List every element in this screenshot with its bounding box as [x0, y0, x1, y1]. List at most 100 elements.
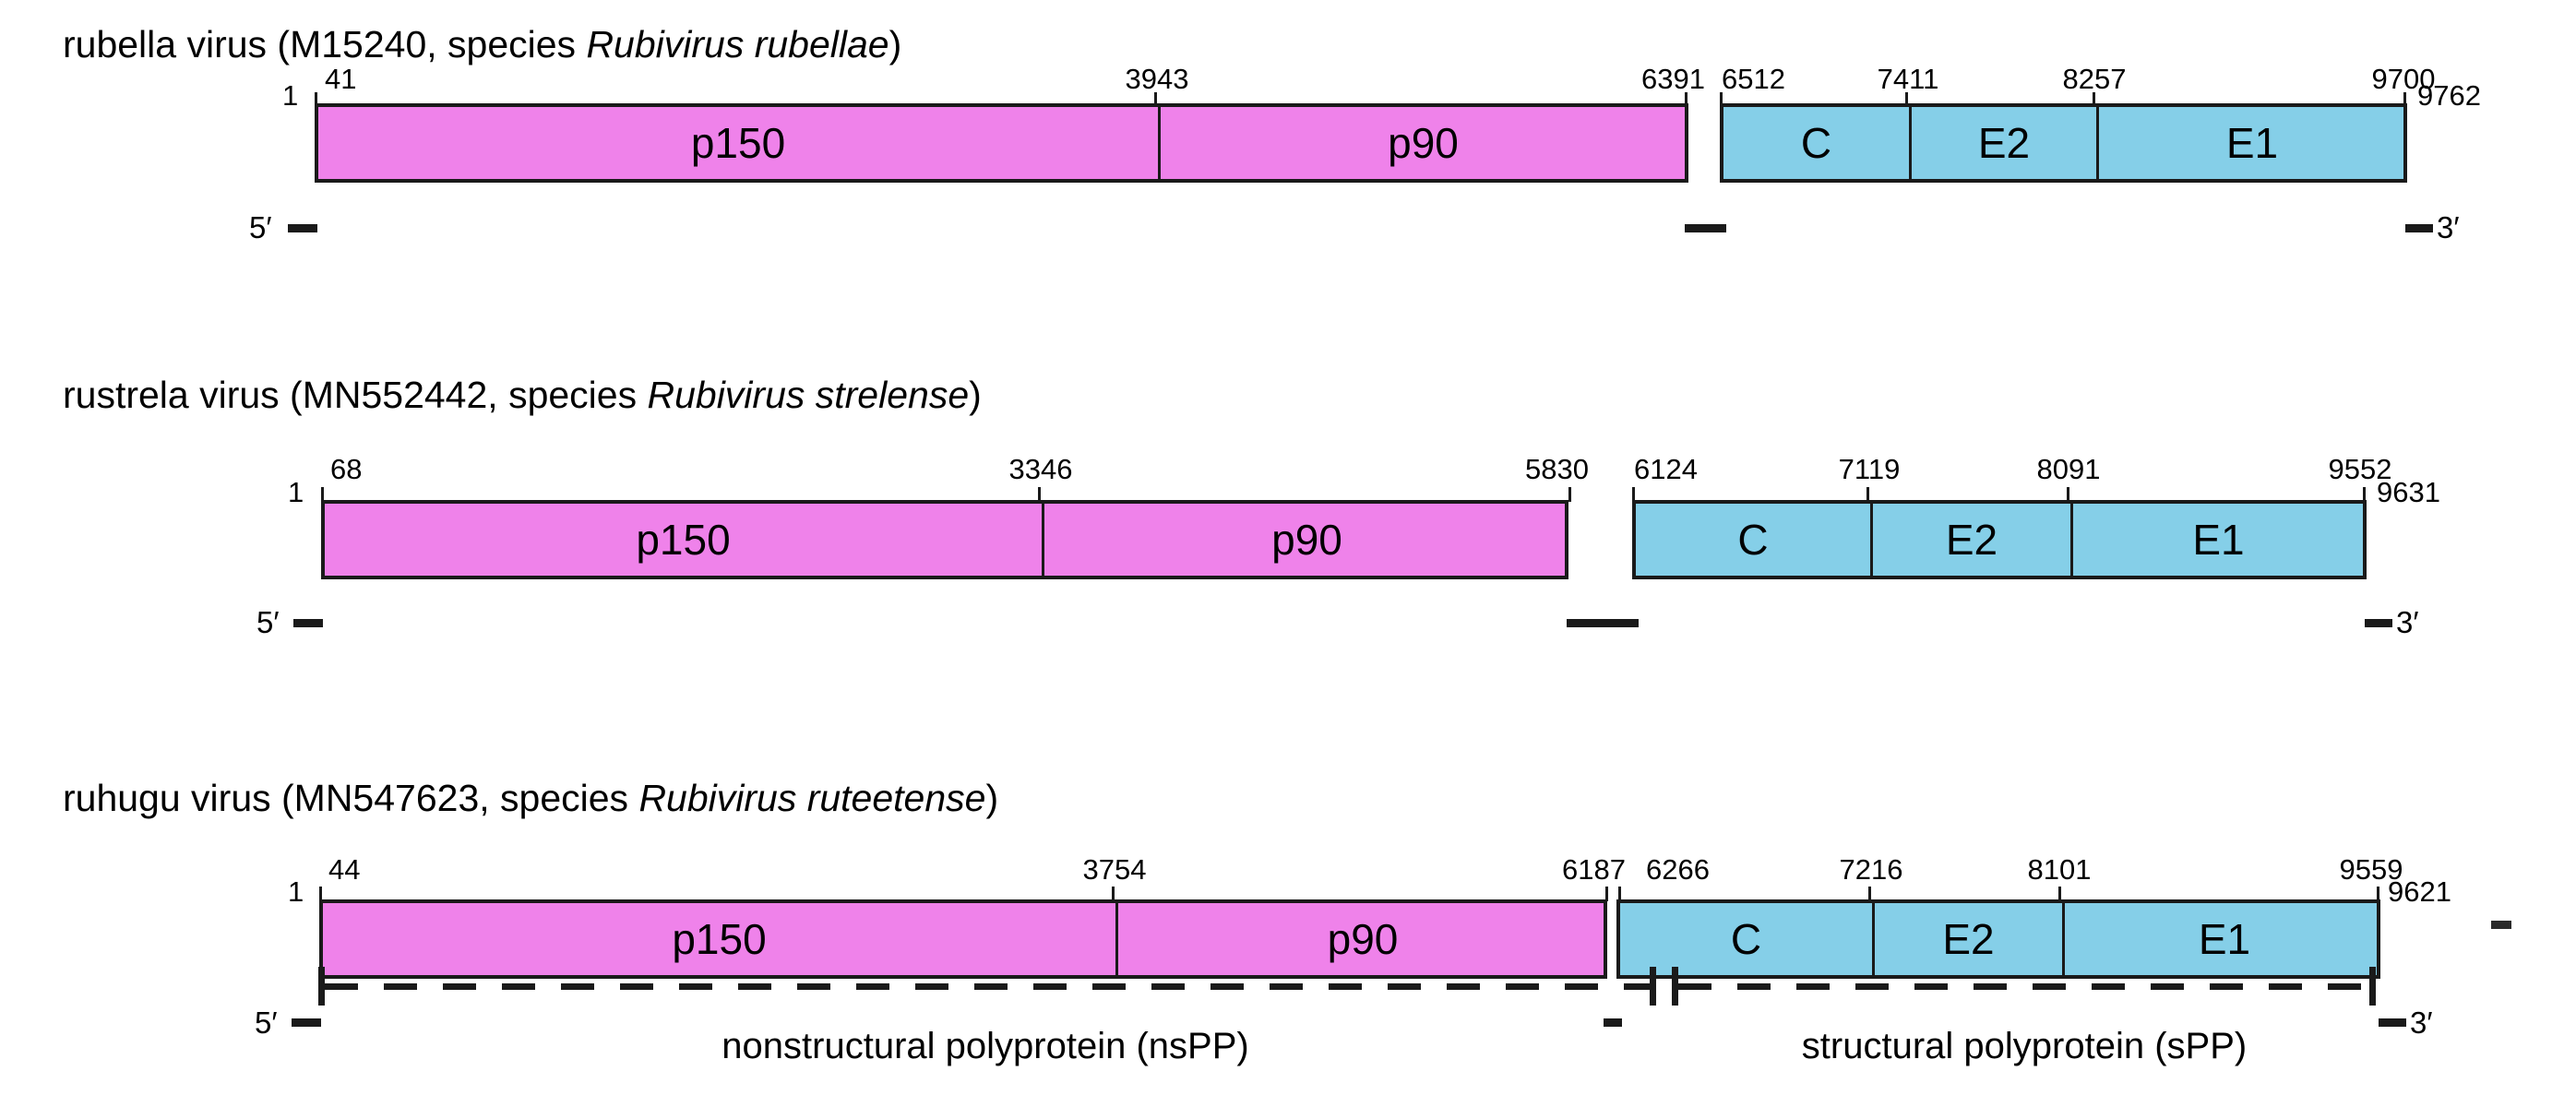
- gene-label-p150: p150: [672, 915, 767, 963]
- coord-label-9762: 9762: [2417, 79, 2481, 112]
- gene-segment-E2[interactable]: E2: [1909, 107, 2096, 179]
- gene-segment-p150[interactable]: p150: [323, 903, 1115, 975]
- gene-label-C: C: [1730, 915, 1762, 963]
- tick-9552: [2363, 487, 2366, 502]
- gene-segment-E1[interactable]: E1: [2062, 903, 2384, 975]
- five-prime-utr-line: [288, 224, 317, 232]
- orf-bar-nonstructural[interactable]: p150 p90: [319, 899, 1607, 979]
- gene-segment-E2[interactable]: E2: [1870, 504, 2070, 576]
- bracket-tick-sPP-right: [2369, 967, 2376, 1006]
- bracket-tick-nsPP-left: [318, 967, 325, 1006]
- coord-label-41: 41: [325, 63, 357, 95]
- gene-label-E2: E2: [1945, 516, 1998, 564]
- five-prime-label: 5′: [255, 1006, 278, 1040]
- gene-label-p90: p90: [1327, 915, 1399, 963]
- genome-title-virus: rustrela virus (MN552442, species: [63, 374, 648, 416]
- orf-bar-nonstructural[interactable]: p150 p90: [315, 103, 1688, 183]
- bracket-line-sPP: [1678, 983, 2372, 990]
- genome-title-close: ): [888, 23, 902, 65]
- tick-68: [321, 487, 324, 502]
- coord-label-9559: 9559: [2339, 853, 2403, 886]
- gene-label-p90: p90: [1388, 119, 1459, 167]
- gene-segment-p90[interactable]: p90: [1158, 107, 1686, 179]
- gene-segment-E1[interactable]: E1: [2096, 107, 2405, 179]
- gene-segment-C[interactable]: C: [1636, 504, 1870, 576]
- tick-6266: [1618, 887, 1621, 901]
- tick-8101: [2058, 887, 2061, 901]
- coord-label-genome-start-1: 1: [288, 875, 304, 908]
- tick-41: [315, 92, 317, 105]
- coord-label-6187: 6187: [1562, 853, 1626, 886]
- genome-title-close: ): [969, 374, 982, 416]
- three-prime-label: 3′: [2396, 605, 2419, 639]
- tick-6187: [1605, 887, 1608, 901]
- coord-label-6391: 6391: [1641, 63, 1705, 95]
- five-prime-label: 5′: [249, 210, 272, 244]
- genome-title-ruhugu: ruhugu virus (MN547623, species Rubiviru…: [63, 778, 998, 818]
- gene-label-p90: p90: [1271, 516, 1342, 564]
- gene-segment-E2[interactable]: E2: [1872, 903, 2062, 975]
- gene-segment-p90[interactable]: p90: [1042, 504, 1569, 576]
- gene-segment-p90[interactable]: p90: [1115, 903, 1607, 975]
- coord-label-68: 68: [330, 453, 363, 485]
- coord-label-8257: 8257: [2062, 63, 2127, 95]
- genome-title-virus: rubella virus (M15240, species: [63, 23, 587, 65]
- gene-segment-E1[interactable]: E1: [2070, 504, 2364, 576]
- tick-7411: [1905, 92, 1908, 105]
- gene-segment-C[interactable]: C: [1723, 107, 1909, 179]
- orf-bar-structural[interactable]: C E2 E1: [1720, 103, 2407, 183]
- bracket-tick-nsPP-right: [1650, 967, 1656, 1006]
- coord-label-9621: 9621: [2388, 875, 2451, 908]
- genome-title-virus: ruhugu virus (MN547623, species: [63, 777, 639, 819]
- coord-label-8101: 8101: [2027, 853, 2092, 886]
- coord-label-7216: 7216: [1839, 853, 1903, 886]
- gene-label-p150: p150: [690, 119, 786, 167]
- coord-label-9631: 9631: [2377, 476, 2440, 508]
- gene-label-E1: E1: [2192, 516, 2245, 564]
- coord-label-genome-start-1: 1: [288, 476, 304, 508]
- coord-label-6512: 6512: [1722, 63, 1785, 95]
- three-prime-label: 3′: [2437, 210, 2460, 244]
- tick-7119: [1866, 487, 1869, 502]
- three-prime-utr-line: [2379, 1018, 2406, 1027]
- tick-5830: [1568, 487, 1571, 502]
- coord-label-genome-start-1: 1: [282, 79, 299, 112]
- coord-label-9700: 9700: [2371, 63, 2436, 95]
- coord-label-44: 44: [328, 853, 361, 886]
- five-prime-label: 5′: [256, 605, 280, 639]
- coord-label-7119: 7119: [1838, 453, 1901, 485]
- stray-dash-mark: [2491, 921, 2511, 929]
- intergenic-connector-line: [1604, 1018, 1622, 1027]
- gene-label-C: C: [1800, 119, 1832, 167]
- bracket-label-sPP: structural polyprotein (sPP): [1801, 1026, 2248, 1066]
- gene-segment-p150[interactable]: p150: [318, 107, 1158, 179]
- genome-title-species: Rubivirus strelense: [647, 374, 970, 416]
- orf-bar-nonstructural[interactable]: p150 p90: [321, 500, 1568, 579]
- gene-segment-p150[interactable]: p150: [325, 504, 1042, 576]
- coord-label-8091: 8091: [2036, 453, 2101, 485]
- orf-bar-structural[interactable]: C E2 E1: [1616, 899, 2380, 979]
- bracket-tick-sPP-left: [1672, 967, 1678, 1006]
- tick-6124: [1632, 487, 1635, 502]
- coord-label-3943: 3943: [1125, 63, 1189, 95]
- gene-segment-C[interactable]: C: [1620, 903, 1872, 975]
- intergenic-connector-line: [1685, 224, 1726, 232]
- genome-title-species: Rubivirus rubellae: [586, 23, 889, 65]
- three-prime-utr-line: [2365, 619, 2392, 627]
- tick-8091: [2067, 487, 2069, 502]
- coord-label-7411: 7411: [1877, 63, 1939, 95]
- orf-bar-structural[interactable]: C E2 E1: [1632, 500, 2367, 579]
- tick-7216: [1868, 887, 1871, 901]
- gene-label-E1: E1: [2198, 915, 2251, 963]
- three-prime-label: 3′: [2410, 1006, 2433, 1040]
- tick-6391: [1685, 92, 1688, 105]
- coord-label-5830: 5830: [1525, 453, 1589, 485]
- genome-title-rustrela: rustrela virus (MN552442, species Rubivi…: [63, 375, 982, 415]
- bracket-label-nsPP: nonstructural polyprotein (nsPP): [722, 1026, 1249, 1066]
- gene-label-C: C: [1737, 516, 1769, 564]
- gene-label-E1: E1: [2225, 119, 2279, 167]
- five-prime-utr-line: [293, 619, 323, 627]
- coord-label-9552: 9552: [2328, 453, 2392, 485]
- genome-title-species: Rubivirus ruteetense: [638, 777, 986, 819]
